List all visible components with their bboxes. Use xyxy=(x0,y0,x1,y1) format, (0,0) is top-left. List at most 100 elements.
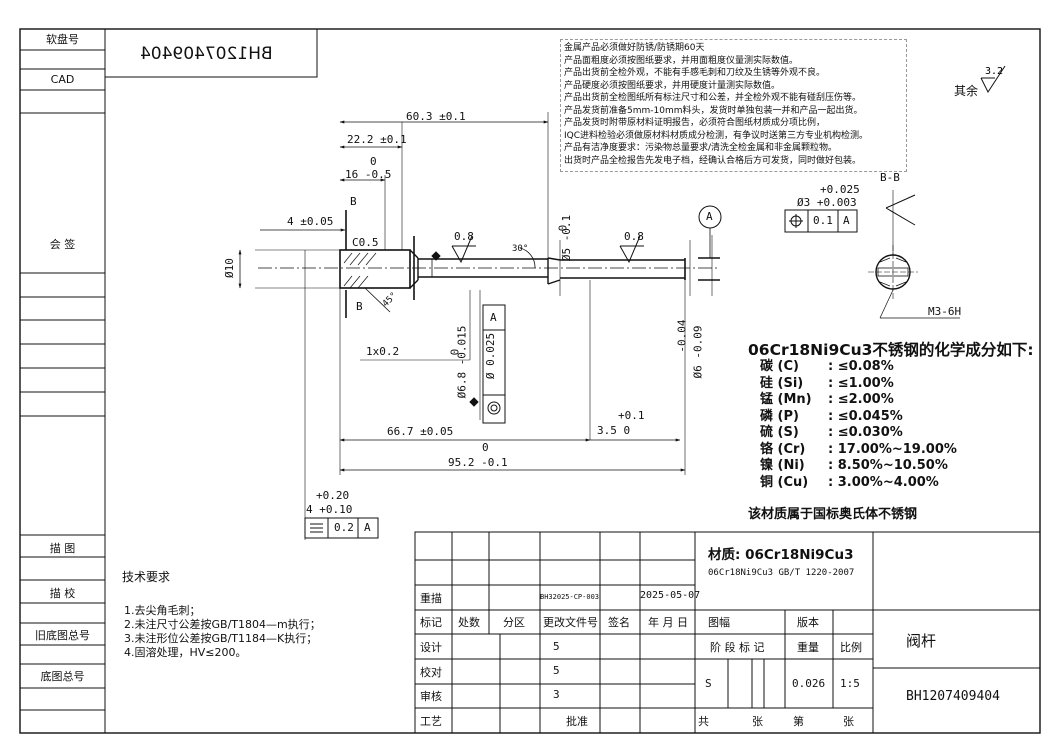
dim-95-2-upper: 0 xyxy=(482,441,489,454)
surface-finish-value: 3.2 xyxy=(985,66,1003,77)
scale-value: 1:5 xyxy=(840,677,860,690)
notes-list: 金属产品必须做好防锈/防锈期60天 产品面粗度必须按图纸要求，并用面粗度仪量测实… xyxy=(561,40,906,169)
note-line: IQC进料检验必须做原材料材质成分检测，有争议时送第三方专业机构检测。 xyxy=(564,130,869,141)
doc-number: BH32025-CP-003 xyxy=(540,593,600,601)
thread-m3: M3-6H xyxy=(928,305,962,318)
dim-16: 16 -0.5 xyxy=(345,168,392,181)
angle-30: 30° xyxy=(512,244,529,254)
stage-s: S xyxy=(705,677,712,690)
mark-label: 标记 xyxy=(420,616,442,629)
tech-req-item: 4.固溶处理，HV≤200。 xyxy=(124,646,247,659)
dim-1x0-2: 1x0.2 xyxy=(366,345,400,358)
note-line: 产品出货前全检图纸所有标注尺寸和公差，并全检外观不能有碰刮压伤等。 xyxy=(564,93,862,103)
dim-16-upper: 0 xyxy=(370,155,377,168)
dim-4: 4 ±0.05 xyxy=(287,215,334,228)
roughness-2: 0.8 xyxy=(624,230,644,243)
chemistry-title: 06Cr18Ni9Cu3不锈钢的化学成分如下: xyxy=(748,341,1034,359)
check-label: 校对 xyxy=(420,666,442,679)
dim-95-2: 95.2 -0.1 xyxy=(448,456,508,469)
section-b-bottom: B xyxy=(356,300,363,313)
roughness-1: 0.8 xyxy=(454,230,474,243)
dim-3-5-upper: +0.1 xyxy=(618,409,645,422)
process-label: 工艺 xyxy=(420,715,442,728)
soft-disk-label: 软盘号 xyxy=(46,33,79,46)
note-line: 产品硬度必须按图纸要求，并用硬度计量测实际数值。 xyxy=(564,80,781,91)
design-label: 设计 xyxy=(420,641,442,654)
part-name: 阀杆 xyxy=(906,632,937,650)
check-value: 5 xyxy=(553,664,560,677)
note-line: 出货时产品全检报告先发电子档，经确认合格后方可发货，同时做好包装。 xyxy=(564,155,862,166)
version-label: 版本 xyxy=(797,616,819,629)
approve-label: 批准 xyxy=(566,715,588,728)
sheet-size-label: 图幅 xyxy=(708,616,730,629)
hole-tol-upper: +0.025 xyxy=(820,183,860,196)
review-label: 审核 xyxy=(420,690,442,703)
change-doc-label: 更改文件号 xyxy=(543,616,598,629)
note-line: 产品发货时附带原材料证明报告，必须符合图纸材质成分项比例， xyxy=(564,118,826,128)
redraw-label: 重描 xyxy=(420,592,442,605)
total-label: 共 xyxy=(698,715,709,728)
review-value: 3 xyxy=(553,688,560,701)
date-label: 年 月 日 xyxy=(648,616,688,629)
part-number: BH1207409404 xyxy=(906,689,1000,704)
chem-row: 硫 (S): ≤0.030% xyxy=(760,425,903,440)
flatness-datum: A xyxy=(364,521,371,534)
weight-value: 0.026 xyxy=(792,677,826,690)
sheets-label: 张 xyxy=(752,715,763,728)
countersign-label: 会 签 xyxy=(49,238,76,251)
chemistry-footer: 该材质属于国标奥氏体不锈钢 xyxy=(748,507,918,522)
chem-row: 铬 (Cr): 17.00%~19.00% xyxy=(760,441,957,457)
flatness-tolerance: 0.2 xyxy=(334,521,354,534)
weight-label: 重量 xyxy=(797,641,819,654)
dim-60-3: 60.3 ±0.1 xyxy=(406,110,466,123)
sign-label: 签名 xyxy=(608,616,630,629)
tech-req-list: 1.去尖角毛刺； 2.未注尺寸公差按GB/T1804—m执行； 3.未注形位公差… xyxy=(124,604,321,660)
datum-a: A xyxy=(706,210,713,223)
material-label: 材质: 06Cr18Ni9Cu3 xyxy=(708,547,854,563)
chem-row: 磷 (P): ≤0.045% xyxy=(760,408,903,424)
cad-label: CAD xyxy=(50,73,75,86)
chem-row: 铜 (Cu): 3.00%~4.00% xyxy=(760,474,939,490)
doc-date: 2025-05-07 xyxy=(640,590,701,601)
old-base-no-label: 旧底图总号 xyxy=(35,629,90,642)
position-tolerance: 0.1 xyxy=(813,214,833,227)
dim-22-2: 22.2 ±0.1 xyxy=(347,133,407,146)
sheets2-label: 张 xyxy=(843,715,854,728)
note-line: 产品出货前全检外观，不能有手感毛刺和刀纹及生锈等外观不良。 xyxy=(564,68,826,78)
section-bb-label: B-B xyxy=(880,171,900,184)
trace-check-label: 描 校 xyxy=(49,587,76,600)
zone-label: 分区 xyxy=(503,616,525,629)
chem-row: 镍 (Ni): 8.50%~10.50% xyxy=(760,458,948,473)
note-line: 产品面粗度必须按图纸要求，并用面粗度仪量测实际数值。 xyxy=(564,55,799,66)
notes-box: 金属产品必须做好防锈/防锈期60天 产品面粗度必须按图纸要求，并用面粗度仪量测实… xyxy=(560,39,907,172)
stage-label: 阶 段 标 记 xyxy=(710,641,765,654)
material-standard: 06Cr18Ni9Cu3 GB/T 1220-2007 xyxy=(708,568,855,578)
note-line: 产品发货前准备5mm-10mm料头，发货时单独包装一并和产品一起出货。 xyxy=(564,105,863,116)
chemistry-table: 碳 (C): ≤0.08% 硅 (Si): ≤1.00% 锰 (Mn): ≤2.… xyxy=(760,359,957,491)
chem-row: 碳 (C): ≤0.08% xyxy=(760,359,894,374)
dim-3-5: 3.5 0 xyxy=(597,424,631,437)
tech-req-item: 3.未注形位公差按GB/T1184—K执行； xyxy=(124,632,318,645)
note-line: 金属产品必须做好防锈/防锈期60天 xyxy=(564,43,705,53)
count-label: 处数 xyxy=(458,616,480,629)
tech-req-title: 技术要求 xyxy=(122,570,171,584)
surface-finish-label: 其余 xyxy=(954,84,979,98)
dim-c05: C0.5 xyxy=(352,236,379,249)
design-value: 5 xyxy=(553,640,560,653)
tech-req-item: 2.未注尺寸公差按GB/T1804—m执行； xyxy=(124,618,321,631)
note-line: 产品有洁净度要求：污染物总量要求/清洗全检金属和非金属颗粒物。 xyxy=(564,143,838,153)
dim-4-upper: +0.20 xyxy=(316,489,350,502)
tech-req-item: 1.去尖角毛刺； xyxy=(124,604,201,617)
chem-row: 锰 (Mn): ≤2.00% xyxy=(760,392,894,407)
dim-4-lower: 4 +0.10 xyxy=(306,503,353,516)
tol-runout-ref: A xyxy=(490,311,497,324)
chem-row: 硅 (Si): ≤1.00% xyxy=(760,375,894,391)
hole-diameter: Ø3 +0.003 xyxy=(797,196,857,209)
section-b-top: B xyxy=(350,195,357,208)
scale-label: 比例 xyxy=(840,641,862,654)
draw-label: 描 图 xyxy=(49,542,76,555)
base-no-label: 底图总号 xyxy=(40,670,85,683)
position-datum: A xyxy=(843,214,850,227)
